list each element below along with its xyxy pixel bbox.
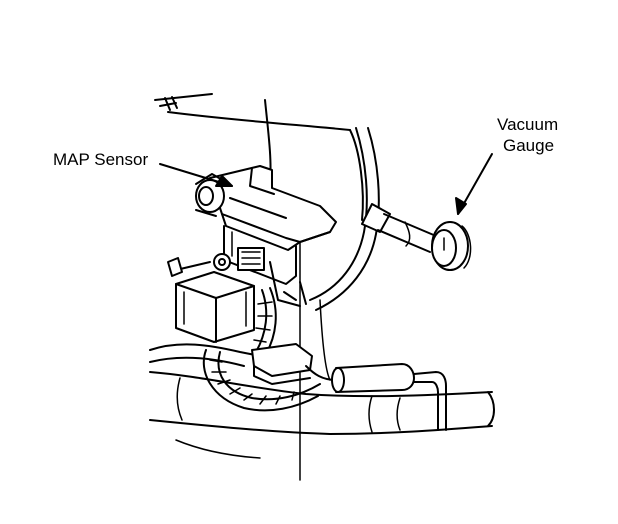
lower-bracket <box>251 343 313 385</box>
sensor-body <box>167 225 301 307</box>
vacuum-gauge <box>431 221 472 271</box>
solenoid-box <box>175 271 255 343</box>
vacuum-hose <box>299 127 437 311</box>
vacuum-gauge-label-line1: Vacuum <box>497 115 559 134</box>
air-pipe <box>149 371 495 459</box>
callout-arrows <box>159 153 493 215</box>
vacuum-gauge-label-line2: Gauge <box>503 136 555 155</box>
sensing-hose <box>305 363 447 431</box>
map-sensor-label: MAP Sensor <box>53 150 149 169</box>
firewall-outline <box>154 93 364 481</box>
map-sensor-bracket <box>209 165 337 251</box>
